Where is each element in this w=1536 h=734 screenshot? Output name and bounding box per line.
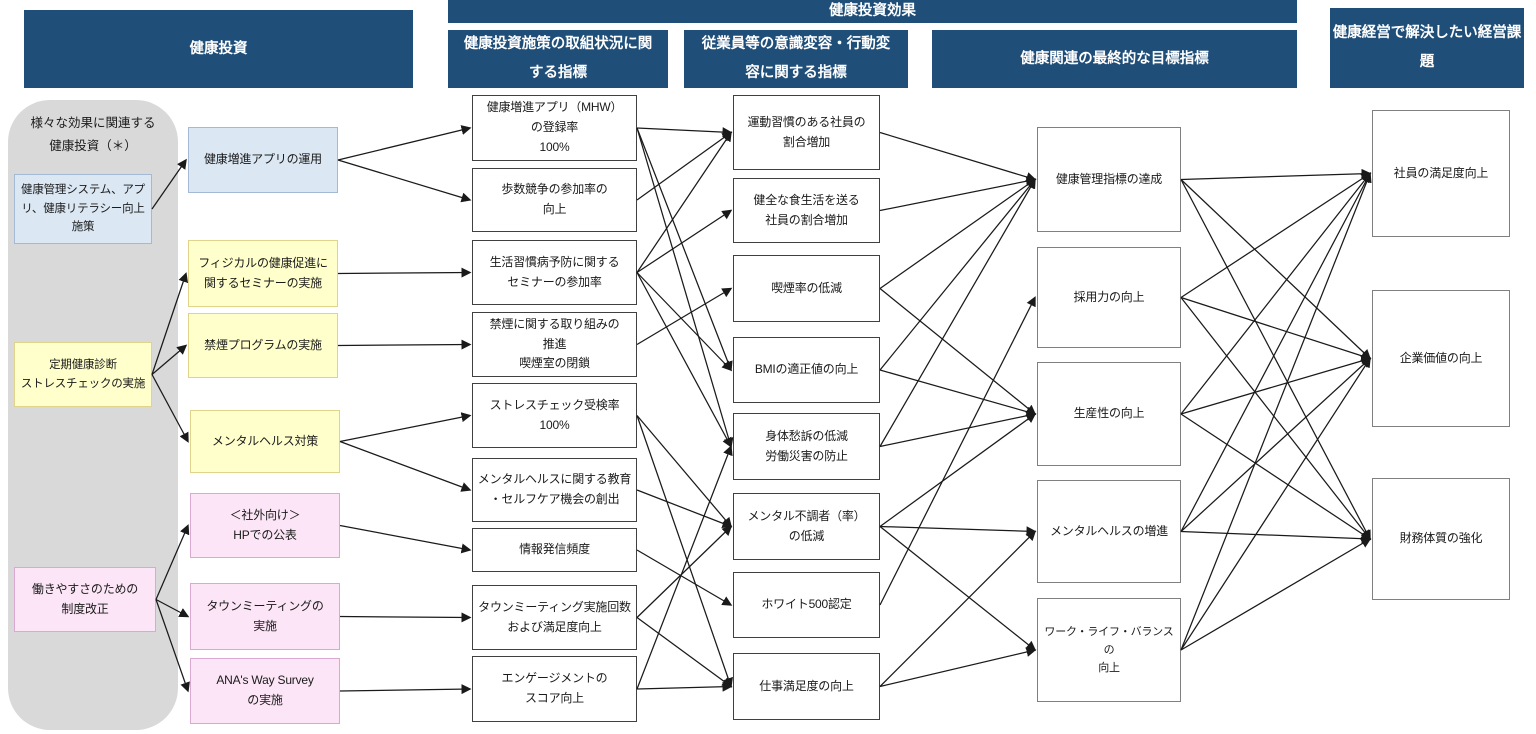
node-kpi: 健康管理指標の達成 [1037, 127, 1181, 232]
edge-wlb-finance [1180, 538, 1372, 651]
node-mhplus: メンタルヘルスの増進 [1037, 480, 1181, 583]
edge-product-corpval [1180, 356, 1372, 415]
edge-mhedu-mhissue [636, 489, 733, 529]
edge-anasway-engage [339, 684, 472, 695]
node-mental_care: メンタルヘルス対策 [190, 410, 340, 473]
node-reform: 働きやすさのための 制度改正 [14, 567, 156, 632]
edge-lifestyle-bmi [636, 272, 733, 372]
edge-wlb-satisfy [1180, 172, 1372, 651]
edge-nosmoke_act-smokerate [636, 287, 733, 346]
edge-exercise-kpi [879, 131, 1037, 182]
node-recruit: 採用力の向上 [1037, 247, 1181, 348]
edge-nosmoke_prog-nosmoke_act [337, 339, 472, 350]
edge-mhplus-satisfy [1180, 172, 1371, 532]
edge-jobsat-wlb [879, 647, 1037, 688]
edge-bmi-kpi [879, 178, 1036, 371]
edge-smokerate-kpi [879, 178, 1037, 290]
edge-smokerate-product [879, 288, 1037, 415]
node-jobsat: 仕事満足度の向上 [733, 653, 880, 720]
header-management-issues: 健康経営で解決したい経営課 題 [1330, 8, 1524, 88]
node-steps: 歩数競争の参加率の 向上 [472, 168, 637, 232]
panel-note: 様々な効果に関連する 健康投資（＊） [30, 116, 156, 154]
edge-kpi-finance [1180, 179, 1371, 541]
edge-mhissue-product [879, 413, 1037, 528]
edge-app-regist [337, 125, 472, 161]
edge-complaints-kpi [879, 178, 1036, 447]
node-wlb: ワーク・ライフ・バランスの 向上 [1037, 598, 1181, 702]
node-finance: 財務体質の強化 [1372, 478, 1510, 600]
node-nosmoke_prog: 禁煙プログラムの実施 [188, 313, 338, 378]
node-bmi: BMIの適正値の向上 [733, 337, 880, 403]
node-checkup: 定期健康診断 ストレスチェックの実施 [14, 342, 152, 407]
edge-townmeet-tmcount [339, 612, 472, 623]
edge-diet-kpi [879, 176, 1037, 212]
edge-white500-recruit [879, 296, 1036, 606]
edge-recruit-satisfy [1180, 172, 1372, 299]
node-engage: エンゲージメントの スコア向上 [472, 656, 637, 722]
edge-seminar-lifestyle [337, 267, 472, 278]
node-mhissue: メンタル不調者（率） の低減 [733, 493, 880, 560]
node-white500: ホワイト500認定 [733, 572, 880, 638]
node-app: 健康増進アプリの運用 [188, 127, 338, 193]
edge-recruit-corpval [1180, 296, 1372, 361]
edge-mhplus-corpval [1180, 357, 1372, 532]
node-townmeet: タウンミーティングの 実施 [190, 583, 340, 650]
edge-lifestyle-diet [636, 209, 733, 274]
node-exercise: 運動習慣のある社員の 割合増加 [733, 95, 880, 170]
header-initiative-indicators: 健康投資施策の取組状況に関 する指標 [448, 30, 668, 88]
edge-regist-exercise [636, 127, 733, 138]
edge-engage-complaints [636, 445, 733, 690]
edge-jobsat-mhplus [879, 530, 1037, 687]
node-nosmoke_act: 禁煙に関する取り組みの 推進 喫煙室の閉鎖 [472, 312, 637, 377]
header-effect: 健康投資効果 [448, 0, 1297, 23]
node-product: 生産性の向上 [1037, 362, 1181, 466]
edge-regist-complaints [636, 127, 734, 448]
edge-mhissue-wlb [879, 526, 1037, 651]
edge-wlb-corpval [1180, 357, 1371, 651]
edge-product-finance [1180, 413, 1372, 540]
edge-mental_care-stress [339, 412, 472, 443]
edge-lifestyle-exercise [636, 131, 732, 273]
node-diet: 健全な食生活を送る 社員の割合増加 [733, 178, 880, 243]
edge-steps-exercise [636, 131, 733, 201]
edge-lifestyle-complaints [636, 272, 732, 448]
edge-product-satisfy [1180, 172, 1371, 415]
node-regist: 健康増進アプリ（MHW） の登録率 100% [472, 95, 637, 161]
edge-stress-jobsat [636, 415, 733, 688]
edge-app-steps [337, 159, 472, 203]
header-awareness-indicators: 従業員等の意識変容・行動変 容に関する指標 [684, 30, 908, 88]
node-tmcount: タウンミーティング実施回数 および満足度向上 [472, 585, 637, 650]
edge-mental_care-mhedu [339, 440, 472, 492]
edge-complaints-product [879, 410, 1037, 448]
edge-engage-jobsat [636, 681, 733, 692]
edge-tmcount-mhissue [636, 525, 733, 618]
edge-info-white500 [636, 549, 733, 606]
header-investment: 健康投資 [24, 10, 413, 88]
edge-mhplus-finance [1180, 530, 1372, 544]
edge-regist-bmi [636, 127, 733, 372]
node-mhedu: メンタルヘルスに関する教育 ・セルフケア機会の創出 [472, 458, 637, 522]
node-anasway: ANA's Way Survey の実施 [190, 658, 340, 724]
node-info: 情報発信頻度 [472, 528, 637, 572]
node-corpval: 企業価値の向上 [1372, 290, 1510, 427]
node-lifestyle: 生活習慣病予防に関する セミナーの参加率 [472, 240, 637, 305]
edge-tmcount-jobsat [636, 616, 733, 688]
edge-mhissue-mhplus [879, 525, 1037, 537]
edge-recruit-finance [1180, 297, 1371, 541]
node-sys: 健康管理システム、アプ リ、健康リテラシー向上 施策 [14, 174, 152, 244]
edge-bmi-product [879, 369, 1037, 417]
header-final-indicators: 健康関連の最終的な目標指標 [932, 30, 1297, 88]
edge-hp-info [339, 524, 472, 554]
edge-kpi-corpval [1180, 179, 1372, 360]
edge-stress-mhissue [636, 415, 732, 528]
edge-kpi-satisfy [1180, 168, 1372, 181]
node-smokerate: 喫煙率の低減 [733, 255, 880, 322]
node-stress: ストレスチェック受検率 100% [472, 383, 637, 448]
node-satisfy: 社員の満足度向上 [1372, 110, 1510, 237]
node-hp: ＜社外向け＞ HPでの公表 [190, 493, 340, 558]
node-complaints: 身体愁訴の低減 労働災害の防止 [733, 413, 880, 480]
node-seminar: フィジカルの健康促進に 関するセミナーの実施 [188, 240, 338, 307]
